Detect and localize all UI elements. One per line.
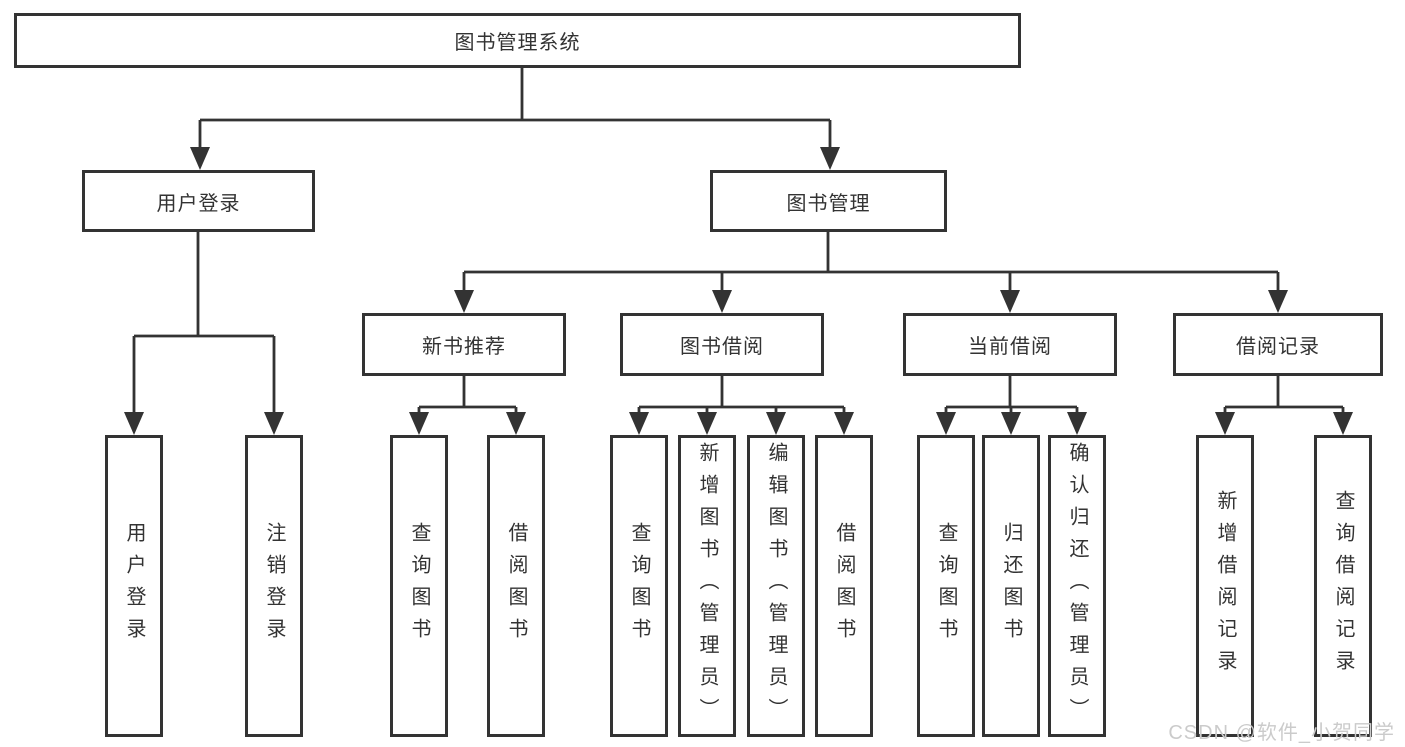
- arrow-current-borrow: [1000, 290, 1020, 313]
- arrow-leaf-bb-edit: [766, 412, 786, 435]
- leaf-cb-confirm-return-admin: 确认归还（管理员）: [1048, 435, 1106, 737]
- wire-borrow-records-branch: [1223, 376, 1345, 413]
- arrow-leaf-bb-query: [629, 412, 649, 435]
- arrow-user-login: [190, 147, 210, 170]
- wire-new-book-branch: [417, 376, 518, 413]
- arrow-leaf-cb-query: [936, 412, 956, 435]
- leaf-cb-return-books: 归还图书: [982, 435, 1040, 737]
- wire-user-login-branch: [132, 232, 276, 413]
- leaf-logout: 注销登录: [245, 435, 303, 737]
- arrow-book-mgmt: [820, 147, 840, 170]
- arrowheads: [124, 147, 1353, 435]
- leaf-bb-edit-books-admin: 编辑图书（管理员）: [747, 435, 805, 737]
- arrow-leaf-nbr-borrow: [506, 412, 526, 435]
- leaf-user-login: 用户登录: [105, 435, 163, 737]
- arrow-leaf-cb-return: [1001, 412, 1021, 435]
- leaf-bb-query-books: 查询图书: [610, 435, 668, 737]
- arrow-borrow-records: [1268, 290, 1288, 313]
- arrow-leaf-br-query: [1333, 412, 1353, 435]
- arrow-leaf-bb-add: [697, 412, 717, 435]
- leaf-br-add-borrow-record: 新增借阅记录: [1196, 435, 1254, 737]
- node-new-book-recommend: 新书推荐: [362, 313, 566, 376]
- node-current-borrow: 当前借阅: [903, 313, 1117, 376]
- leaf-cb-query-books: 查询图书: [917, 435, 975, 737]
- wire-book-borrow-branch: [637, 376, 846, 413]
- leaf-bb-borrow-books: 借阅图书: [815, 435, 873, 737]
- node-user-login: 用户登录: [82, 170, 315, 232]
- arrow-leaf-cb-confirm: [1067, 412, 1087, 435]
- arrow-leaf-nbr-query: [409, 412, 429, 435]
- csdn-watermark: CSDN @软件_小贺同学: [1168, 722, 1395, 744]
- node-book-management: 图书管理: [710, 170, 947, 232]
- wire-root-trunk: [198, 68, 832, 148]
- node-library-management-system: 图书管理系统: [14, 13, 1021, 68]
- node-book-borrow: 图书借阅: [620, 313, 824, 376]
- node-borrow-records: 借阅记录: [1173, 313, 1383, 376]
- leaf-nbr-query-books: 查询图书: [390, 435, 448, 737]
- arrow-leaf-bb-borrow: [834, 412, 854, 435]
- arrow-leaf-logout: [264, 412, 284, 435]
- leaf-nbr-borrow-books: 借阅图书: [487, 435, 545, 737]
- arrow-book-borrow: [712, 290, 732, 313]
- arrow-new-book: [454, 290, 474, 313]
- leaf-bb-add-books-admin: 新增图书（管理员）: [678, 435, 736, 737]
- arrow-leaf-user-login: [124, 412, 144, 435]
- arrow-leaf-br-add: [1215, 412, 1235, 435]
- wire-current-borrow-branch: [944, 376, 1079, 413]
- leaf-br-query-borrow-record: 查询借阅记录: [1314, 435, 1372, 737]
- wire-book-mgmt-branch: [462, 232, 1280, 291]
